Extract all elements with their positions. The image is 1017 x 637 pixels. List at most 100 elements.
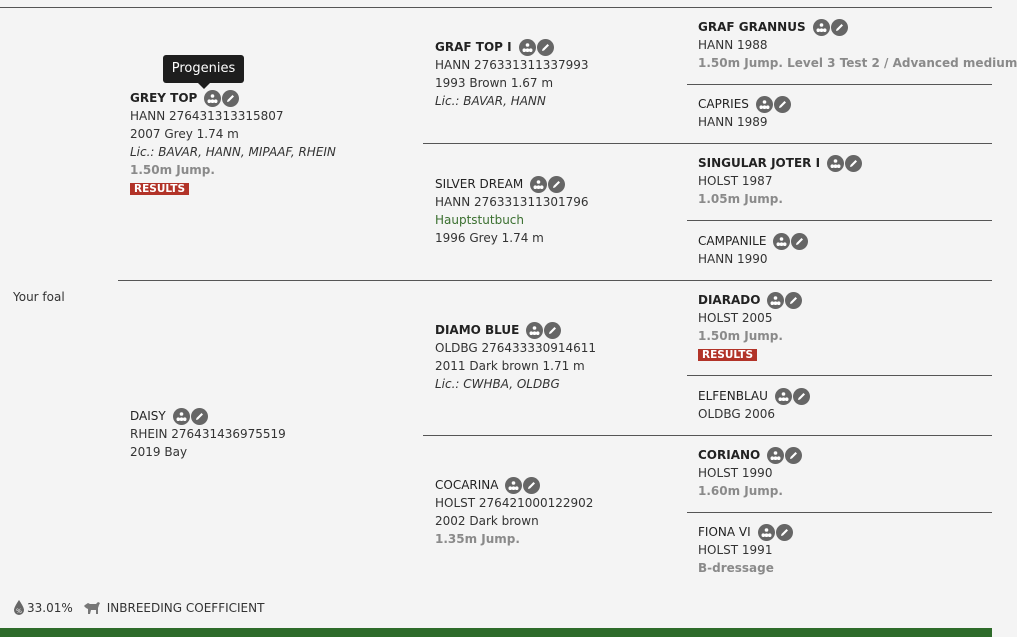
pencil-icon[interactable] bbox=[773, 95, 791, 113]
horse-name[interactable]: CORIANO bbox=[698, 448, 761, 462]
horse-card-ssd: CAPRIES HANN 1989 bbox=[698, 95, 791, 131]
horse-card-dam-sire: DIAMO BLUE OLDBG 276433330914611 2011 Da… bbox=[435, 321, 596, 393]
horse-card-dam-dam: COCARINA HOLST 276421000122902 2002 Dark… bbox=[435, 476, 593, 548]
horse-registration: HANN 276431313315807 bbox=[130, 109, 284, 123]
horse-performance: 1.50m Jump. bbox=[698, 329, 783, 343]
pencil-icon[interactable] bbox=[791, 232, 809, 250]
pencil-icon[interactable] bbox=[536, 38, 554, 56]
horse-name[interactable]: GRAF GRANNUS bbox=[698, 20, 806, 34]
progenies-icon[interactable] bbox=[172, 407, 190, 425]
horse-studbook: Hauptstutbuch bbox=[435, 213, 524, 227]
divider-gen3-3 bbox=[687, 375, 992, 376]
horse-registration: HANN 1989 bbox=[698, 115, 768, 129]
horse-card-sire-dam: SILVER DREAM HANN 276331311301796 Haupts… bbox=[435, 175, 589, 247]
horse-name[interactable]: DIAMO BLUE bbox=[435, 323, 520, 337]
horse-details: 2011 Dark brown 1.71 m bbox=[435, 359, 585, 373]
pencil-icon[interactable] bbox=[792, 387, 810, 405]
divider-gen3-4 bbox=[687, 512, 992, 513]
inbreeding-label: INBREEDING COEFFICIENT bbox=[106, 600, 265, 615]
progenies-icon[interactable] bbox=[757, 523, 775, 541]
top-divider bbox=[0, 7, 992, 8]
pencil-icon[interactable] bbox=[845, 154, 863, 172]
horse-name[interactable]: DAISY bbox=[130, 409, 166, 423]
horse-registration: HOLST 1987 bbox=[698, 174, 773, 188]
horse-card-sdd: CAMPANILE HANN 1990 bbox=[698, 232, 809, 268]
horse-card-dam: DAISY RHEIN 276431436975519 2019 Bay bbox=[130, 407, 286, 461]
horse-registration: OLDBG 2006 bbox=[698, 407, 776, 421]
progenies-icon[interactable] bbox=[767, 446, 785, 464]
horse-registration: HOLST 1991 bbox=[698, 543, 773, 557]
horse-card-sds: SINGULAR JOTER I HOLST 1987 1.05m Jump. bbox=[698, 154, 863, 208]
horse-registration: HANN 1990 bbox=[698, 252, 768, 266]
horse-card-sire-sire: GRAF TOP I HANN 276331311337993 1993 Bro… bbox=[435, 38, 589, 110]
pencil-icon[interactable] bbox=[548, 175, 566, 193]
progenies-icon[interactable] bbox=[526, 321, 544, 339]
results-badge[interactable]: RESULTS bbox=[130, 183, 190, 195]
progenies-icon[interactable] bbox=[767, 291, 785, 309]
horse-registration: HOLST 2005 bbox=[698, 311, 773, 325]
horse-card-dss: DIARADO HOLST 2005 1.50m Jump. RESULTS bbox=[698, 291, 803, 363]
bottom-bar bbox=[0, 628, 992, 637]
horse-licenses: Lic.: CWHBA, OLDBG bbox=[435, 377, 560, 391]
results-badge[interactable]: RESULTS bbox=[698, 349, 758, 361]
horse-performance: 1.35m Jump. bbox=[435, 532, 520, 546]
progenies-icon[interactable] bbox=[755, 95, 773, 113]
horse-performance: 1.60m Jump. bbox=[698, 484, 783, 498]
horse-name[interactable]: SINGULAR JOTER I bbox=[698, 156, 821, 170]
divider-gen3-2 bbox=[687, 220, 992, 221]
horse-card-dsd: ELFENBLAU OLDBG 2006 bbox=[698, 387, 810, 423]
foal-label: Your foal bbox=[13, 290, 65, 304]
pencil-icon[interactable] bbox=[785, 291, 803, 309]
horse-card-ddd: FIONA VI HOLST 1991 B-dressage bbox=[698, 523, 793, 577]
horse-name[interactable]: GREY TOP bbox=[130, 91, 198, 105]
svg-text:%: % bbox=[16, 608, 22, 615]
horse-registration: HOLST 1990 bbox=[698, 466, 773, 480]
horse-registration: HOLST 276421000122902 bbox=[435, 496, 594, 510]
divider-gen2-dam bbox=[423, 435, 992, 436]
horse-details: 1993 Brown 1.67 m bbox=[435, 76, 554, 90]
progenies-icon[interactable] bbox=[812, 18, 830, 36]
horse-details: 2002 Dark brown bbox=[435, 514, 539, 528]
horse-name[interactable]: DIARADO bbox=[698, 293, 761, 307]
pencil-icon[interactable] bbox=[190, 407, 208, 425]
horse-card-dds: CORIANO HOLST 1990 1.60m Jump. bbox=[698, 446, 803, 500]
horse-performance: 1.05m Jump. bbox=[698, 192, 783, 206]
horse-performance: 1.50m Jump. bbox=[130, 163, 215, 177]
horse-card-sire: GREY TOP HANN 276431313315807 2007 Grey … bbox=[130, 89, 336, 197]
horse-performance: B-dressage bbox=[698, 561, 774, 575]
horse-name[interactable]: CAPRIES bbox=[698, 97, 749, 111]
progenies-icon[interactable] bbox=[518, 38, 536, 56]
inbreeding-footer: % 33.01% INBREEDING COEFFICIENT bbox=[13, 599, 264, 616]
pencil-icon[interactable] bbox=[544, 321, 562, 339]
progenies-icon[interactable] bbox=[773, 232, 791, 250]
progenies-tooltip: Progenies bbox=[163, 55, 244, 89]
progenies-icon[interactable] bbox=[204, 89, 222, 107]
progenies-icon[interactable] bbox=[827, 154, 845, 172]
pencil-icon[interactable] bbox=[775, 523, 793, 541]
horse-registration: HANN 276331311337993 bbox=[435, 58, 589, 72]
progenies-icon[interactable] bbox=[774, 387, 792, 405]
horse-details: 2019 Bay bbox=[130, 445, 188, 459]
progenies-icon[interactable] bbox=[505, 476, 523, 494]
pencil-icon[interactable] bbox=[523, 476, 541, 494]
horse-registration: RHEIN 276431436975519 bbox=[130, 427, 286, 441]
pencil-icon[interactable] bbox=[830, 18, 848, 36]
divider-gen2-sire bbox=[423, 143, 992, 144]
horse-name[interactable]: GRAF TOP I bbox=[435, 40, 512, 54]
horse-licenses: Lic.: BAVAR, HANN bbox=[435, 94, 546, 108]
pencil-icon[interactable] bbox=[222, 89, 240, 107]
horse-registration: HANN 276331311301796 bbox=[435, 195, 589, 209]
horse-details: 2007 Grey 1.74 m bbox=[130, 127, 239, 141]
horse-name[interactable]: FIONA VI bbox=[698, 525, 751, 539]
progenies-icon[interactable] bbox=[530, 175, 548, 193]
horse-name[interactable]: ELFENBLAU bbox=[698, 389, 768, 403]
sire-dam-divider bbox=[118, 280, 992, 281]
horse-name[interactable]: CAMPANILE bbox=[698, 234, 767, 248]
horse-performance: 1.50m Jump. Level 3 Test 2 / Advanced me… bbox=[698, 56, 1017, 70]
horse-licenses: Lic.: BAVAR, HANN, MIPAAF, RHEIN bbox=[130, 145, 336, 159]
horse-name[interactable]: SILVER DREAM bbox=[435, 177, 524, 191]
horse-details: 1996 Grey 1.74 m bbox=[435, 231, 544, 245]
pencil-icon[interactable] bbox=[785, 446, 803, 464]
horse-name[interactable]: COCARINA bbox=[435, 478, 499, 492]
divider-gen3-1 bbox=[687, 84, 992, 85]
